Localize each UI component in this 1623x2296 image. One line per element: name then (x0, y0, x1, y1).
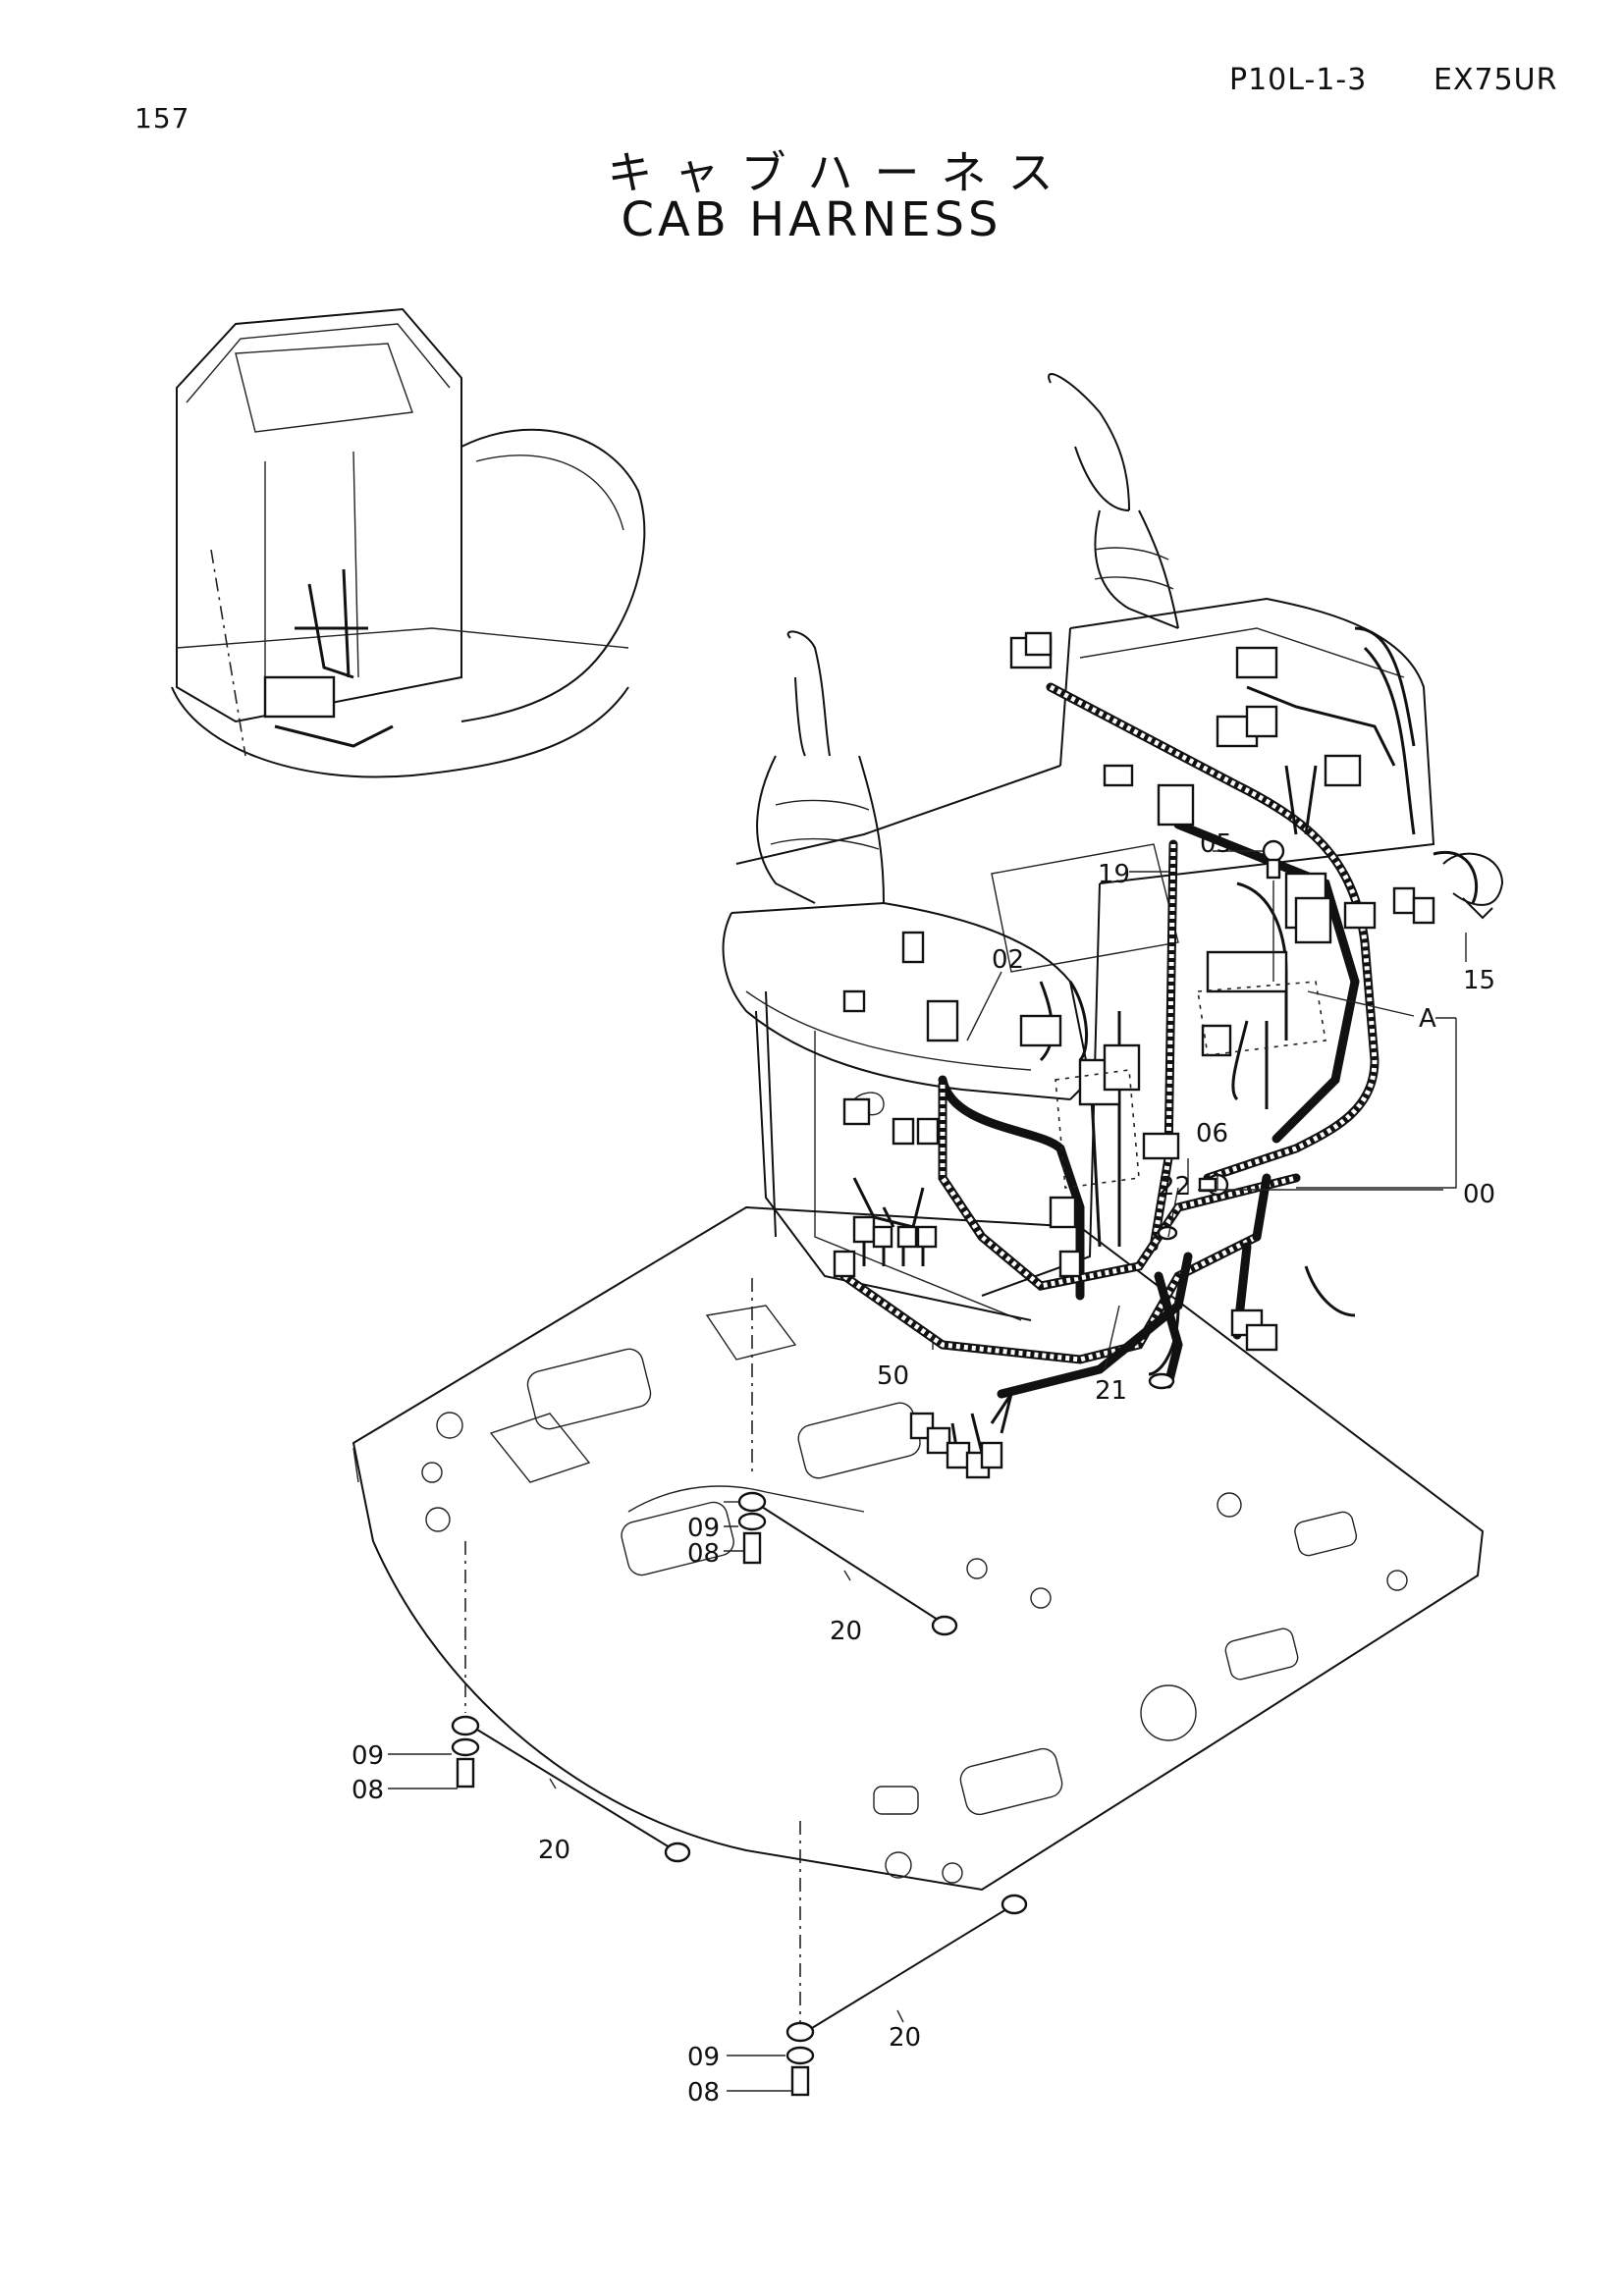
ground-straps (451, 839, 1285, 2097)
callout-08-left: 08 (352, 1776, 384, 1805)
callout-00: 00 (1463, 1180, 1495, 1209)
callout-02: 02 (992, 945, 1024, 975)
reference-code: P10L-1-3 (1229, 63, 1368, 97)
title-japanese: キャブハーネス (607, 146, 1075, 199)
callout-09-lower: 09 (687, 2043, 720, 2072)
callout-21: 21 (1095, 1376, 1127, 1406)
callout-20-lower: 20 (889, 2023, 921, 2053)
leader-lines (388, 850, 1467, 2092)
callout-labels: 02 05 19 15 A 06 22 00 50 21 09 08 20 09… (352, 829, 1495, 2108)
seat-base (735, 765, 1179, 1321)
callout-a: A (1419, 1004, 1436, 1034)
callout-06: 06 (1196, 1119, 1228, 1148)
cab-overview-inset (171, 307, 646, 778)
callout-20-upper: 20 (830, 1617, 862, 1646)
callout-08-upper: 08 (687, 1539, 720, 1569)
title-english: CAB HARNESS (621, 192, 1002, 247)
callout-19: 19 (1098, 860, 1130, 889)
callout-09-left: 09 (352, 1741, 384, 1771)
connectors (833, 631, 1504, 1479)
right-console (1048, 373, 1435, 884)
left-console (722, 630, 1092, 1321)
callout-09-upper: 09 (687, 1514, 720, 1543)
page-number: 157 (135, 102, 190, 134)
callout-08-lower: 08 (687, 2078, 720, 2108)
model-code: EX75UR (1434, 63, 1558, 97)
callout-05: 05 (1200, 829, 1232, 859)
floor-plate (352, 1205, 1485, 1892)
callout-50: 50 (877, 1362, 909, 1391)
callout-20-left: 20 (538, 1836, 570, 1865)
callout-22: 22 (1159, 1172, 1191, 1201)
callout-15: 15 (1463, 966, 1495, 995)
